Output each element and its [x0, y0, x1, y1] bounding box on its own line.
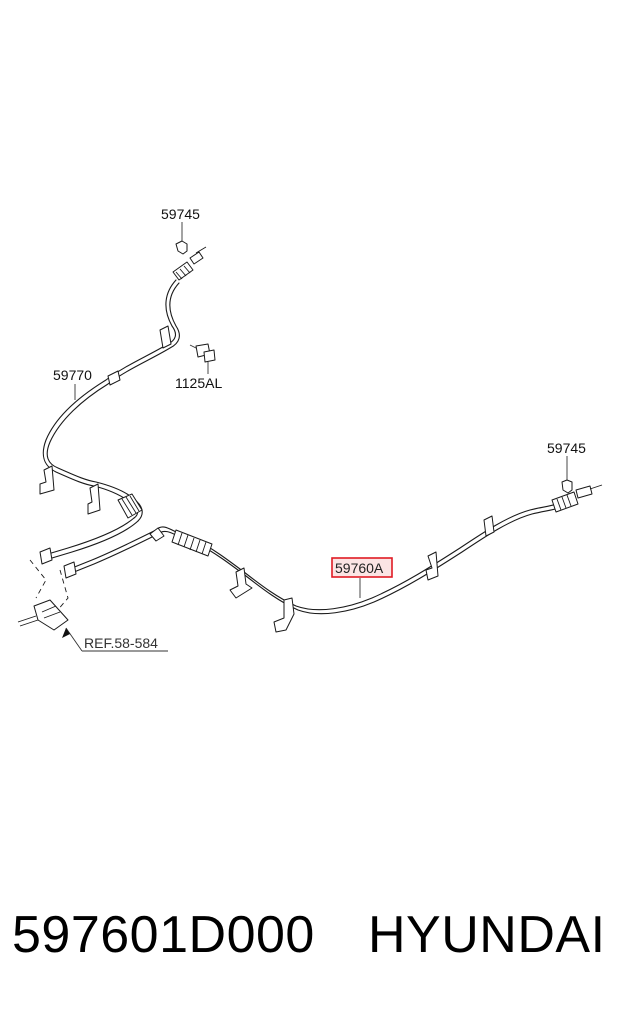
label-cable-right[interactable]: 59760A	[335, 560, 384, 576]
equalizer-linkage	[17, 517, 159, 631]
label-clip-right[interactable]: 59745	[547, 440, 586, 456]
footer-part-number: 597601D000	[12, 906, 315, 964]
label-reference[interactable]: REF.58-584	[84, 635, 158, 651]
highlight-box-59760A	[331, 557, 393, 578]
clip-upper-59745[interactable]	[175, 222, 188, 255]
footer-brand: HYUNDAI	[368, 906, 606, 964]
clip-right-59745[interactable]	[561, 456, 573, 494]
cable-left-end-fitting	[172, 246, 207, 281]
cable-59760A[interactable]	[149, 484, 603, 633]
cable-59770[interactable]	[39, 279, 180, 522]
label-bolt[interactable]: 1125AL	[175, 375, 222, 391]
bolt-1125AL[interactable]	[189, 343, 216, 374]
label-cable-left[interactable]: 59770	[53, 367, 92, 383]
label-clip-upper[interactable]: 59745	[161, 206, 200, 222]
reference-pointer	[62, 627, 168, 652]
